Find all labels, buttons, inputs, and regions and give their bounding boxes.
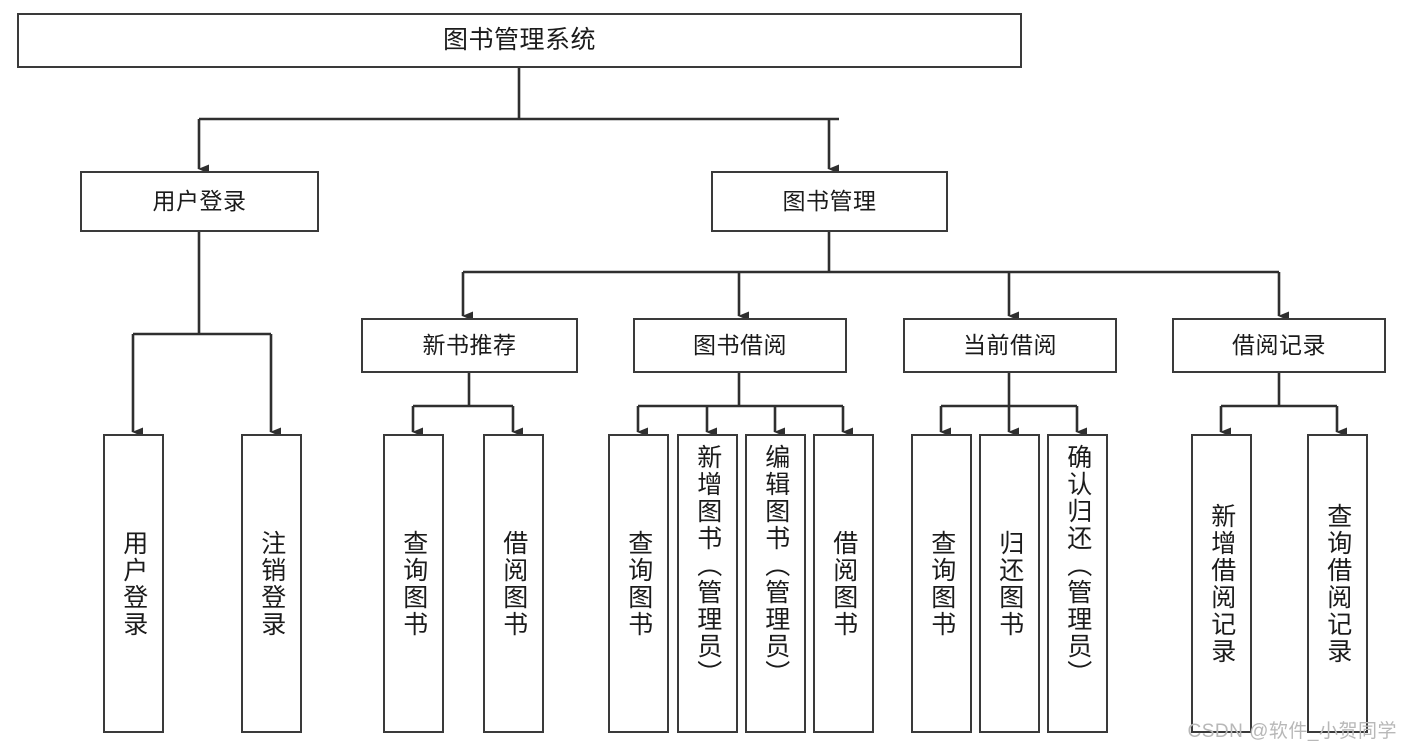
node-label: 新增借阅记录 bbox=[1207, 502, 1236, 665]
leaf-edit-book-admin[interactable]: 编辑图书（管理员） bbox=[745, 434, 806, 733]
node-label: 新增图书（管理员） bbox=[693, 444, 722, 687]
leaf-add-book-admin[interactable]: 新增图书（管理员） bbox=[677, 434, 738, 733]
leaf-borrow-book-new[interactable]: 借阅图书 bbox=[483, 434, 544, 733]
leaf-logout[interactable]: 注销登录 bbox=[241, 434, 302, 733]
node-new-book-recommend[interactable]: 新书推荐 bbox=[361, 318, 578, 373]
leaf-confirm-return-admin[interactable]: 确认归还（管理员） bbox=[1047, 434, 1108, 733]
node-label: 查询借阅记录 bbox=[1323, 502, 1352, 665]
node-label: 归还图书 bbox=[995, 529, 1024, 638]
node-label: 新书推荐 bbox=[422, 331, 517, 358]
node-label: 确认归还（管理员） bbox=[1063, 444, 1092, 687]
node-label: 图书管理系统 bbox=[442, 25, 596, 54]
leaf-query-borrow-record[interactable]: 查询借阅记录 bbox=[1307, 434, 1368, 733]
node-borrow-record[interactable]: 借阅记录 bbox=[1172, 318, 1386, 373]
node-label: 借阅图书 bbox=[499, 529, 528, 638]
node-label: 查询图书 bbox=[399, 529, 428, 638]
node-user-login[interactable]: 用户登录 bbox=[80, 171, 319, 232]
node-current-borrow[interactable]: 当前借阅 bbox=[903, 318, 1117, 373]
node-label: 注销登录 bbox=[257, 529, 286, 638]
node-label: 图书管理 bbox=[782, 187, 877, 214]
leaf-add-borrow-record[interactable]: 新增借阅记录 bbox=[1191, 434, 1252, 733]
leaf-query-book-current[interactable]: 查询图书 bbox=[911, 434, 972, 733]
leaf-query-book-borrow[interactable]: 查询图书 bbox=[608, 434, 669, 733]
node-label: 查询图书 bbox=[624, 529, 653, 638]
leaf-user-login[interactable]: 用户登录 bbox=[103, 434, 164, 733]
leaf-query-book-new[interactable]: 查询图书 bbox=[383, 434, 444, 733]
node-book-borrow[interactable]: 图书借阅 bbox=[633, 318, 847, 373]
node-label: 借阅记录 bbox=[1232, 331, 1326, 358]
node-label: 用户登录 bbox=[152, 187, 247, 214]
watermark-text: CSDN @软件_小贺同学 bbox=[1187, 721, 1397, 742]
leaf-return-book[interactable]: 归还图书 bbox=[979, 434, 1040, 733]
node-root-system[interactable]: 图书管理系统 bbox=[17, 13, 1022, 68]
node-label: 查询图书 bbox=[927, 529, 956, 638]
node-label: 编辑图书（管理员） bbox=[761, 444, 790, 687]
leaf-borrow-book[interactable]: 借阅图书 bbox=[813, 434, 874, 733]
node-book-management[interactable]: 图书管理 bbox=[711, 171, 948, 232]
node-label: 图书借阅 bbox=[693, 331, 787, 358]
node-label: 用户登录 bbox=[119, 529, 148, 638]
node-label: 借阅图书 bbox=[829, 529, 858, 638]
node-label: 当前借阅 bbox=[963, 331, 1057, 358]
